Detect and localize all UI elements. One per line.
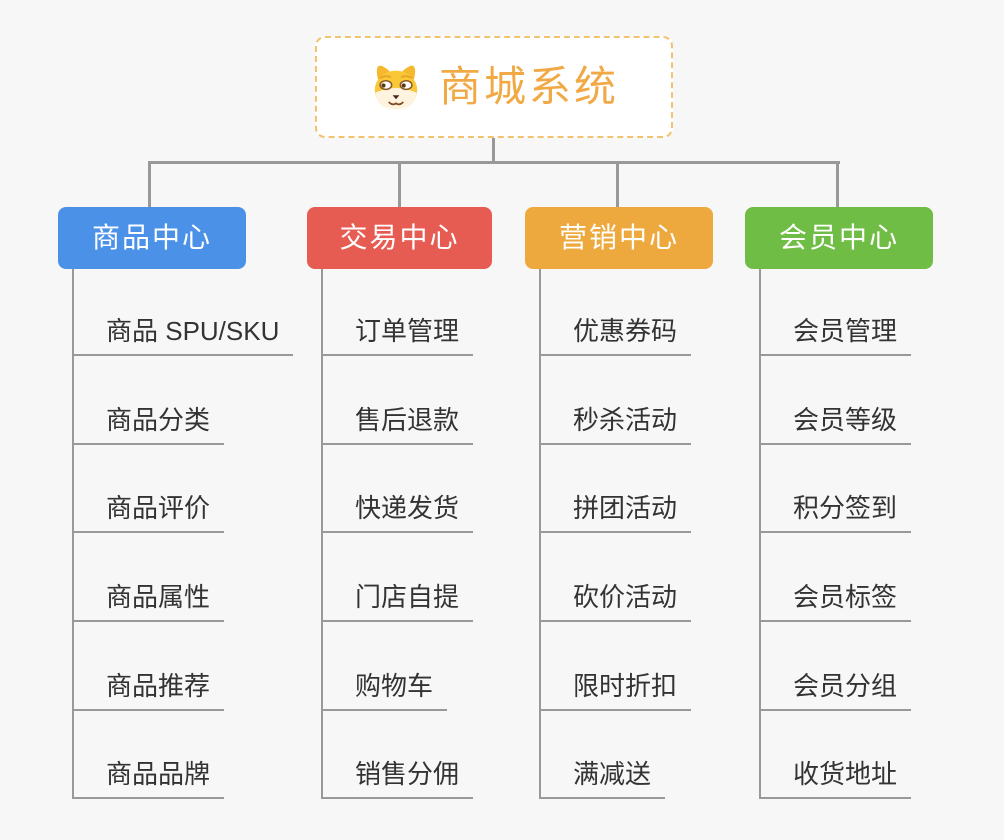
branch-node-member-center[interactable]: 会员中心 bbox=[745, 207, 933, 269]
branch-label: 交易中心 bbox=[339, 222, 460, 253]
leaf-node[interactable]: 门店自提 bbox=[321, 580, 474, 622]
leaf-node[interactable]: 满减送 bbox=[539, 757, 666, 799]
leaf-node[interactable]: 会员分组 bbox=[759, 669, 912, 711]
shiba-dog-icon bbox=[369, 59, 423, 115]
branch-trunk-line bbox=[759, 269, 761, 799]
leaf-node[interactable]: 收货地址 bbox=[759, 757, 912, 799]
leaf-node[interactable]: 积分签到 bbox=[759, 491, 912, 533]
root-title: 商城系统 bbox=[438, 63, 619, 110]
leaf-node[interactable]: 商品分类 bbox=[72, 403, 225, 445]
leaf-node[interactable]: 砍价活动 bbox=[539, 580, 692, 622]
branch-trunk-line bbox=[72, 269, 74, 799]
branch-trunk-line bbox=[321, 269, 323, 799]
leaf-node[interactable]: 限时折扣 bbox=[539, 669, 692, 711]
leaf-node[interactable]: 商品 SPU/SKU bbox=[72, 314, 294, 356]
branch-member-center: 会员中心 会员管理 会员等级 积分签到 会员标签 会员分组 收货地址 bbox=[745, 207, 933, 799]
leaf-node[interactable]: 拼团活动 bbox=[539, 491, 692, 533]
connector-root-drop bbox=[492, 138, 495, 164]
leaf-node[interactable]: 购物车 bbox=[321, 669, 448, 711]
leaf-node[interactable]: 秒杀活动 bbox=[539, 403, 692, 445]
leaf-node[interactable]: 商品品牌 bbox=[72, 757, 225, 799]
leaf-node[interactable]: 销售分佣 bbox=[321, 757, 474, 799]
connector-drop-trade bbox=[398, 161, 401, 208]
leaf-node[interactable]: 商品属性 bbox=[72, 580, 225, 622]
leaf-node[interactable]: 快递发货 bbox=[321, 491, 474, 533]
leaf-node[interactable]: 售后退款 bbox=[321, 403, 474, 445]
leaf-node[interactable]: 会员等级 bbox=[759, 403, 912, 445]
leaf-node[interactable]: 优惠券码 bbox=[539, 314, 692, 356]
leaf-node[interactable]: 会员标签 bbox=[759, 580, 912, 622]
branch-node-marketing-center[interactable]: 营销中心 bbox=[525, 207, 713, 269]
branch-label: 商品中心 bbox=[91, 222, 212, 253]
connector-drop-marketing bbox=[616, 161, 619, 208]
branch-label: 会员中心 bbox=[778, 222, 899, 253]
branch-marketing-center: 营销中心 优惠券码 秒杀活动 拼团活动 砍价活动 限时折扣 满减送 bbox=[525, 207, 713, 799]
connector-bus bbox=[148, 161, 840, 164]
leaf-node[interactable]: 会员管理 bbox=[759, 314, 912, 356]
connector-drop-member bbox=[836, 161, 839, 208]
leaf-node[interactable]: 商品评价 bbox=[72, 491, 225, 533]
branch-trunk-line bbox=[539, 269, 541, 799]
branch-trade-center: 交易中心 订单管理 售后退款 快递发货 门店自提 购物车 销售分佣 bbox=[307, 207, 492, 799]
branch-label: 营销中心 bbox=[558, 222, 679, 253]
leaf-node[interactable]: 商品推荐 bbox=[72, 669, 225, 711]
branch-product-center: 商品中心 商品 SPU/SKU 商品分类 商品评价 商品属性 商品推荐 商品品牌 bbox=[58, 207, 294, 799]
root-node[interactable]: 商城系统 bbox=[315, 36, 673, 138]
connector-drop-product bbox=[148, 161, 151, 208]
leaf-node[interactable]: 订单管理 bbox=[321, 314, 474, 356]
branch-node-product-center[interactable]: 商品中心 bbox=[58, 207, 246, 269]
branch-node-trade-center[interactable]: 交易中心 bbox=[307, 207, 492, 269]
